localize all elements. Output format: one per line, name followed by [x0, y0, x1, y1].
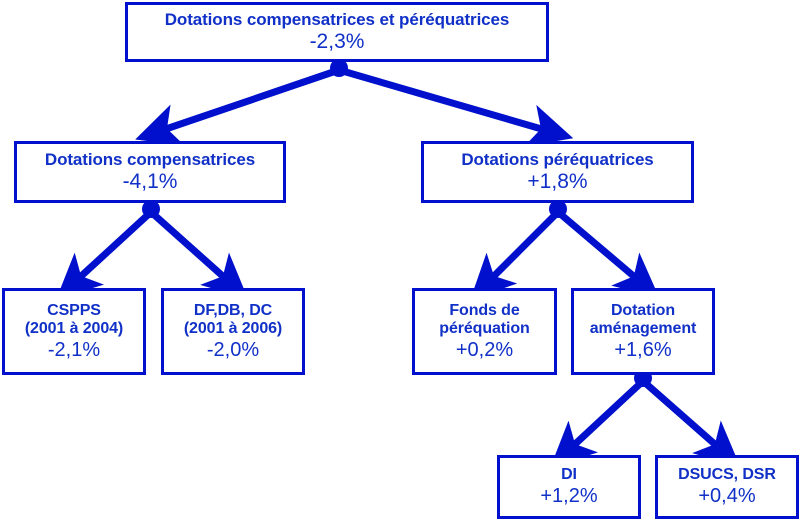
node-root-value: -2,3% [309, 30, 365, 54]
node-di[interactable]: DI +1,2% [497, 455, 641, 519]
node-di-label: DI [561, 466, 577, 484]
node-fonds-de-perequation-value: +0,2% [455, 338, 514, 361]
edge-amenagement-to-dsucs [640, 378, 741, 467]
node-dotations-compensatrices-label: Dotations compensatrices [44, 150, 256, 170]
node-dotation-amenagement-label: Dotation [610, 301, 676, 319]
node-fonds-de-perequation-label2: péréquation [439, 319, 530, 337]
node-dotations-compensatrices-value: -4,1% [122, 170, 178, 194]
edge-perequatrices-to-amenagement [555, 209, 660, 299]
edge-root-to-perequatrices [338, 66, 574, 147]
node-df-db-dc-value: -2,0% [206, 338, 260, 361]
node-df-db-dc[interactable]: DF,DB, DC (2001 à 2006) -2,0% [161, 288, 305, 375]
node-di-value: +1,2% [540, 485, 598, 508]
node-fonds-de-perequation[interactable]: Fonds de péréquation +0,2% [412, 288, 557, 375]
node-root-label: Dotations compensatrices et péréquatrice… [164, 10, 510, 30]
edge-root-to-compensatrices [135, 66, 341, 146]
node-root[interactable]: Dotations compensatrices et péréquatrice… [125, 2, 549, 62]
node-dotations-compensatrices[interactable]: Dotations compensatrices -4,1% [14, 141, 286, 203]
node-dsucs-dsr-value: +0,4% [698, 485, 756, 508]
node-cspps-period: (2001 à 2004) [24, 319, 124, 337]
node-cspps-value: -2,1% [47, 338, 101, 361]
node-dotations-perequatrices-value: +1,8% [527, 170, 588, 194]
edge-compensatrices-to-cspps [56, 209, 154, 299]
node-df-db-dc-period: (2001 à 2006) [183, 319, 283, 337]
node-dotation-amenagement-value: +1,6% [614, 338, 672, 361]
node-dotation-amenagement-label2: aménagement [589, 319, 697, 337]
edge-perequatrices-to-fonds [470, 209, 561, 300]
node-dsucs-dsr[interactable]: DSUCS, DSR +0,4% [655, 455, 799, 519]
node-df-db-dc-label: DF,DB, DC [193, 301, 273, 319]
node-fonds-de-perequation-label: Fonds de [449, 301, 520, 319]
edge-amenagement-to-di [550, 378, 646, 468]
node-cspps[interactable]: CSPPS (2001 à 2004) -2,1% [2, 288, 146, 375]
node-dotations-perequatrices[interactable]: Dotations péréquatrices +1,8% [421, 141, 694, 203]
node-cspps-label: CSPPS [47, 301, 101, 319]
node-dsucs-dsr-label: DSUCS, DSR [678, 466, 776, 484]
node-dotation-amenagement[interactable]: Dotation aménagement +1,6% [571, 288, 715, 375]
edge-compensatrices-to-dfdbdc [148, 209, 248, 299]
node-dotations-perequatrices-label: Dotations péréquatrices [461, 150, 654, 170]
